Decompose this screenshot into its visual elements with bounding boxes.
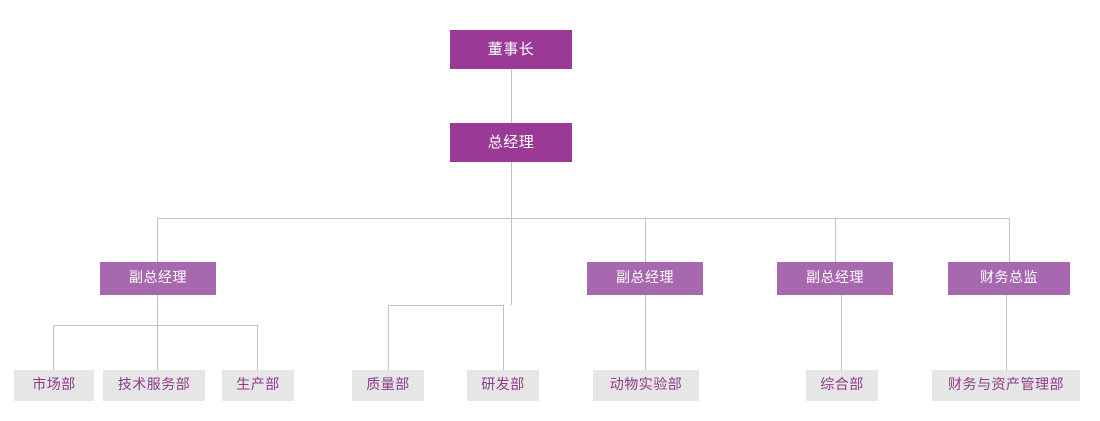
org-node-dept-animal[interactable]: 动物实验部 (593, 370, 699, 401)
org-node-dgm-3[interactable]: 副总经理 (777, 262, 893, 295)
connector-line (157, 218, 158, 262)
org-node-dept-prod[interactable]: 生产部 (222, 370, 294, 401)
org-node-dept-finance[interactable]: 财务与资产管理部 (932, 370, 1080, 401)
org-node-dept-rd[interactable]: 研发部 (467, 370, 539, 401)
connector-line (388, 305, 504, 306)
connector-line (157, 325, 158, 370)
connector-line (511, 162, 512, 218)
org-node-cfo[interactable]: 财务总监 (948, 262, 1070, 295)
connector-line (1009, 218, 1010, 262)
org-node-dept-market[interactable]: 市场部 (14, 370, 94, 401)
connector-line (645, 218, 646, 262)
connector-line (53, 325, 258, 326)
connector-line (503, 305, 504, 370)
connector-line (645, 295, 646, 370)
connector-line (157, 218, 1009, 219)
connector-line (511, 218, 512, 305)
connector-line (511, 69, 512, 123)
org-node-dept-techserv[interactable]: 技术服务部 (103, 370, 205, 401)
connector-line (841, 295, 842, 370)
connector-line (388, 305, 389, 370)
org-node-dept-general[interactable]: 综合部 (806, 370, 878, 401)
connector-line (53, 325, 54, 370)
org-node-gm[interactable]: 总经理 (450, 123, 572, 162)
connector-line (1006, 295, 1007, 370)
connector-line (257, 325, 258, 370)
org-node-dept-quality[interactable]: 质量部 (352, 370, 424, 401)
org-node-dgm-1[interactable]: 副总经理 (100, 262, 216, 295)
org-node-dgm-2[interactable]: 副总经理 (587, 262, 703, 295)
connector-line (835, 218, 836, 262)
org-node-chairman[interactable]: 董事长 (450, 30, 572, 69)
connector-line (157, 295, 158, 325)
